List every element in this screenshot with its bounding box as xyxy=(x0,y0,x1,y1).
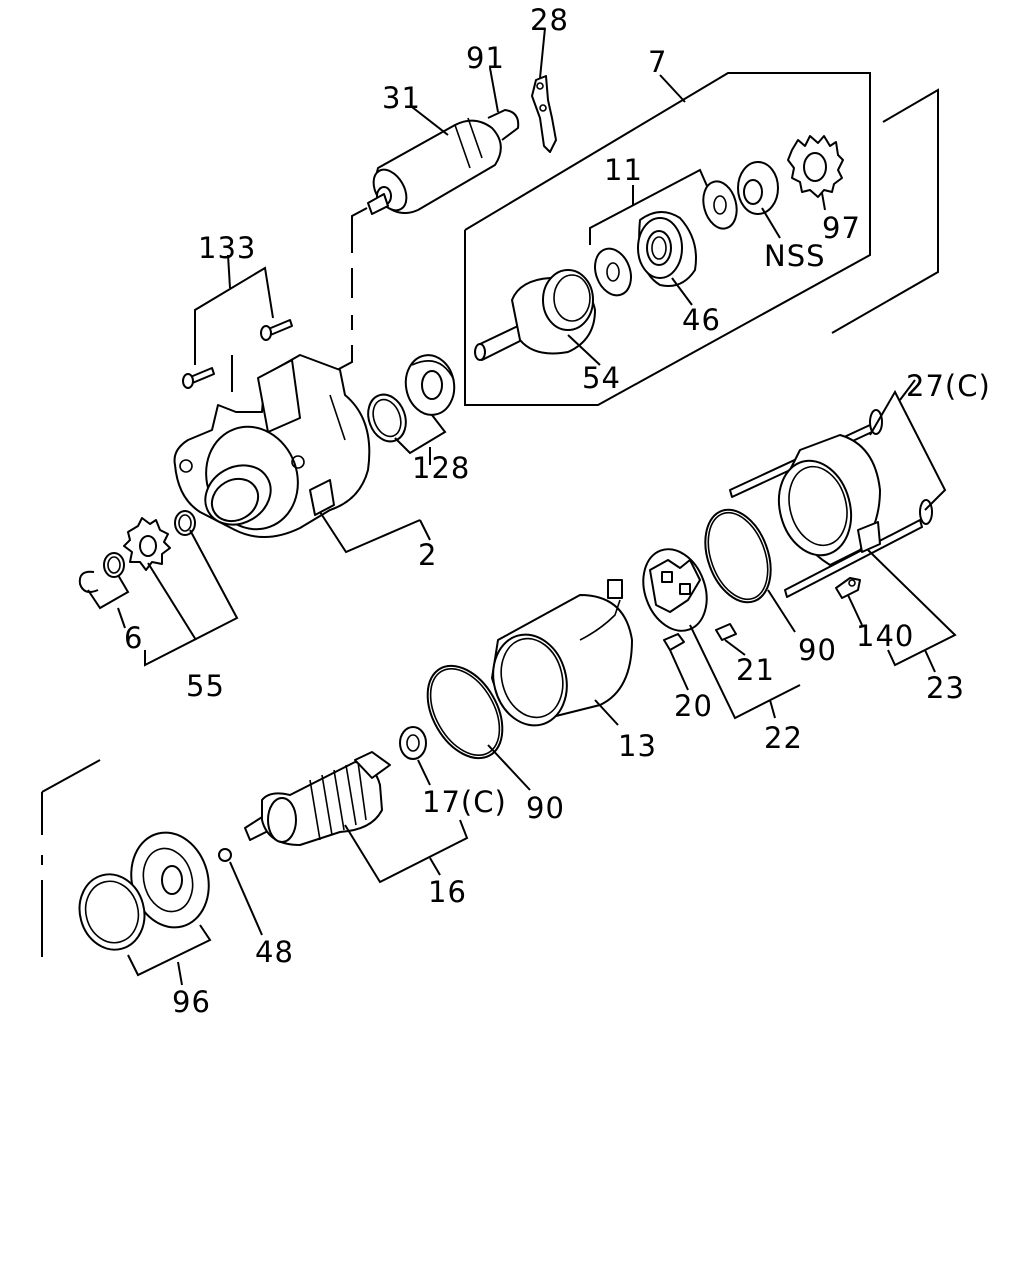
pinion-gear-46[interactable] xyxy=(637,211,697,287)
gear-housing[interactable] xyxy=(173,354,371,542)
callout-6: 6 xyxy=(124,621,143,655)
callout-nss: NSS xyxy=(764,239,826,273)
callout-11: 11 xyxy=(604,153,643,187)
callout-54: 54 xyxy=(582,361,621,395)
gear-97[interactable] xyxy=(787,135,844,198)
steel-ball-48[interactable] xyxy=(218,848,232,862)
callout-31: 31 xyxy=(382,81,421,115)
callout-20: 20 xyxy=(674,689,713,723)
cover-96[interactable] xyxy=(121,824,219,936)
callout-labels: 28 91 31 7 11 97 NSS 46 54 133 128 2 27(… xyxy=(124,3,991,1019)
callout-97: 97 xyxy=(822,211,861,245)
leader-lines xyxy=(87,27,957,986)
callout-128: 128 xyxy=(412,451,470,485)
callout-7: 7 xyxy=(648,45,667,79)
e-ring-6[interactable] xyxy=(78,570,99,593)
lead-terminal-140[interactable] xyxy=(835,577,861,599)
callout-2: 2 xyxy=(418,538,437,572)
callout-96: 96 xyxy=(172,985,211,1019)
o-ring-90-rear[interactable] xyxy=(693,501,782,612)
washer-11b[interactable] xyxy=(698,178,741,233)
pinion-55[interactable] xyxy=(123,517,171,571)
ball-bearing-17[interactable] xyxy=(399,726,427,760)
seal-96[interactable] xyxy=(71,867,152,957)
washer-11a[interactable] xyxy=(589,244,637,301)
screw-133b[interactable] xyxy=(260,319,293,341)
callout-21: 21 xyxy=(736,653,775,687)
callout-23: 23 xyxy=(926,671,965,705)
armature[interactable] xyxy=(244,751,391,846)
callout-90-rear: 90 xyxy=(798,633,837,667)
rear-end-frame[interactable] xyxy=(769,434,881,566)
seal-ring-128[interactable] xyxy=(362,389,412,446)
callout-13: 13 xyxy=(618,729,657,763)
callout-16: 16 xyxy=(428,875,467,909)
overrunning-clutch[interactable] xyxy=(474,269,596,361)
callout-90-front: 90 xyxy=(526,791,565,825)
screw-133a[interactable] xyxy=(182,367,215,389)
brush-20[interactable] xyxy=(663,633,685,651)
spring-6[interactable] xyxy=(103,552,125,578)
brush-holder[interactable] xyxy=(632,540,717,639)
ring-55[interactable] xyxy=(174,510,196,536)
callout-133: 133 xyxy=(198,231,256,265)
callout-27c: 27(C) xyxy=(906,369,991,403)
stop-collar-nss[interactable] xyxy=(737,161,779,215)
callout-55: 55 xyxy=(186,669,225,703)
callout-140: 140 xyxy=(856,619,914,653)
yoke-field-frame[interactable] xyxy=(483,579,633,734)
ball-bearing-128[interactable] xyxy=(401,351,459,418)
solenoid-switch[interactable] xyxy=(367,109,520,216)
o-ring-90-front[interactable] xyxy=(412,653,517,772)
callout-46: 46 xyxy=(682,303,721,337)
callout-48: 48 xyxy=(255,935,294,969)
callout-22: 22 xyxy=(764,721,803,755)
callout-17c: 17(C) xyxy=(422,785,507,819)
callout-28: 28 xyxy=(530,3,569,37)
callout-91: 91 xyxy=(466,41,505,75)
brush-spring-21[interactable] xyxy=(715,623,737,641)
terminal-plate[interactable] xyxy=(531,75,557,153)
